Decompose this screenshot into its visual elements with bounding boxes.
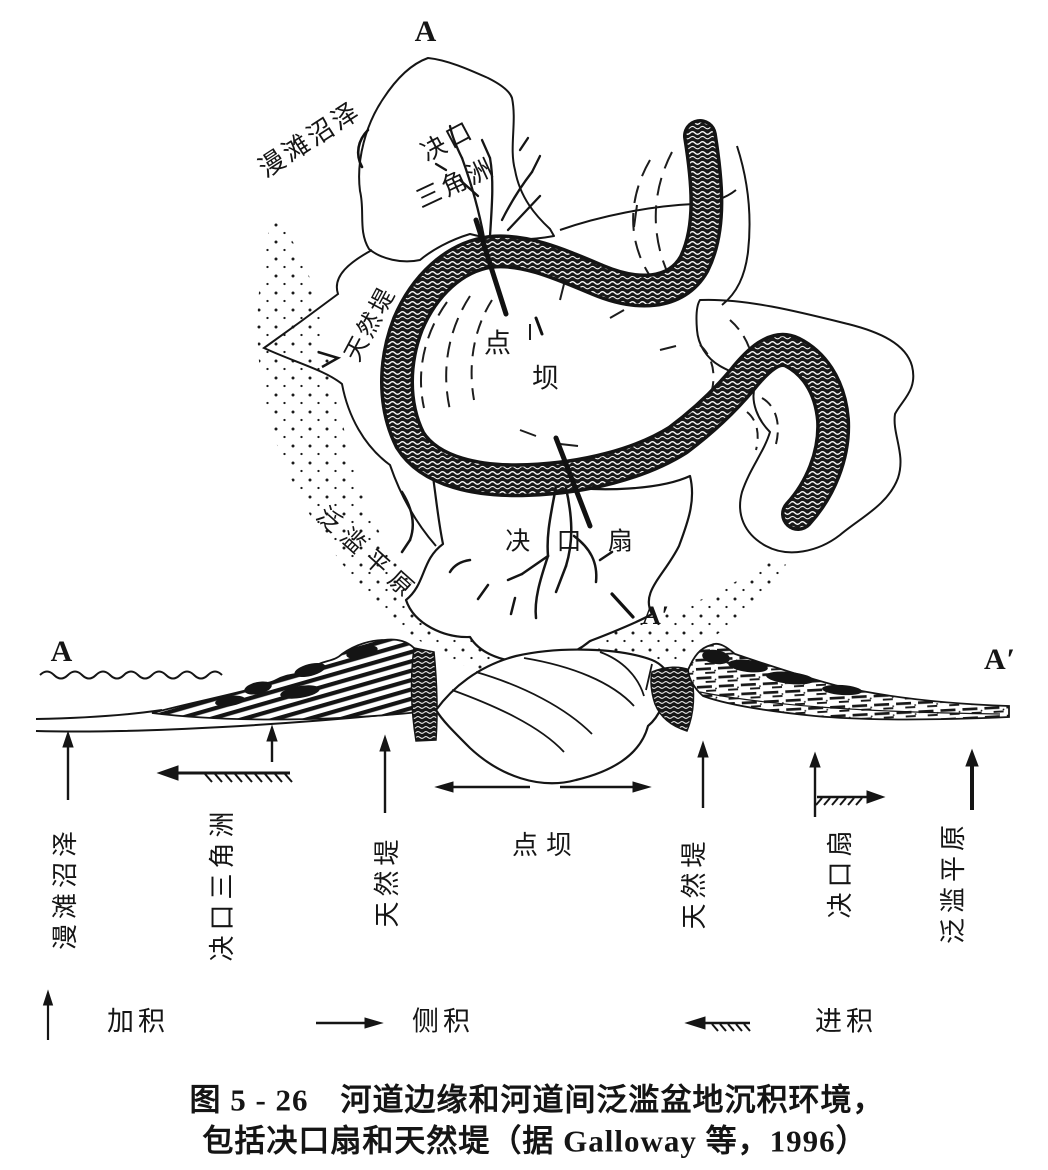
aggradation-arrow [62, 730, 74, 800]
section-line [356, 128, 635, 619]
legend-aggradation-label: 加积 [107, 1006, 169, 1037]
legend-hatched-left-arrow [684, 1016, 751, 1032]
left-channel-wall [410, 647, 438, 742]
aggradation-arrow [809, 751, 821, 817]
progradation-arrow-left [156, 765, 293, 783]
legend-symbols [42, 989, 751, 1040]
plan-section-a-prime-label: A′ [641, 601, 671, 630]
plan-crevasse-splay-label: 决 口 扇 [505, 528, 643, 556]
right-channel-wall [650, 666, 695, 732]
wedge-mottling [702, 649, 862, 696]
xsection-label-natural-levee-right: 天然堤 [680, 836, 709, 930]
aggradation-arrow [266, 724, 278, 762]
xsection-label-crevasse-splay: 决口扇 [826, 825, 855, 919]
plan-point-bar-char1: 点 [484, 328, 514, 359]
xsection-label-floodplain: 泛滥平原 [939, 819, 968, 945]
xsection-label-overbank-marsh: 漫滩沼泽 [51, 825, 80, 951]
splay-distributaries [400, 484, 614, 620]
delta-distributaries [434, 124, 542, 240]
lateral-accretion-arrow-right [560, 781, 652, 793]
legend-progradation-label: 进积 [815, 1006, 877, 1037]
crevasse-splay-lobe [404, 468, 694, 664]
legend-up-arrow [42, 989, 54, 1040]
aggradation-arrow [379, 734, 391, 813]
river-channel [380, 119, 851, 531]
xsection-label-natural-levee-left: 天然堤 [373, 834, 402, 928]
xsection-a-label: A [50, 635, 74, 668]
delta-mottling [215, 645, 378, 707]
progradation-arrow-right [815, 790, 886, 806]
caption-line2: 包括决口扇和天然堤（据 Galloway 等，1996） [202, 1123, 868, 1159]
xsection-label-point-bar: 点坝 [511, 831, 581, 860]
crevasse-delta-lobe [358, 57, 555, 263]
plan-section-a-label: A [414, 15, 438, 48]
cross-section [35, 638, 1010, 785]
caption-line1: 图 5 - 26 河道边缘和河道间泛滥盆地沉积环境， [189, 1082, 885, 1118]
xsection-a-prime-label: A′ [983, 643, 1017, 676]
plan-point-bar-char2: 坝 [532, 363, 562, 394]
legend-right-arrow [316, 1017, 384, 1029]
point-bar-body [434, 648, 672, 785]
xsection-label-crevasse-delta: 决口三角洲 [208, 806, 237, 962]
right-levee-wedge [687, 642, 1010, 721]
crevasse-delta-body [151, 638, 430, 721]
marsh-water-line [39, 670, 223, 680]
aggradation-arrow [697, 740, 709, 808]
aggradation-arrow-bold [965, 748, 979, 810]
floodplain-stipple [257, 218, 806, 683]
legend-lateral-accretion-label: 侧积 [412, 1006, 474, 1037]
lateral-accretion-arrow-left [434, 781, 530, 793]
section-arrows [62, 724, 979, 817]
